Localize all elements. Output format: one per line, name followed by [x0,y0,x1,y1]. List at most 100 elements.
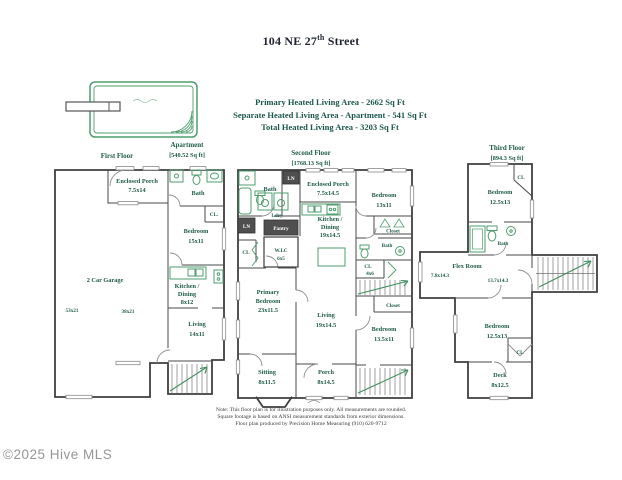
room-dims-bedroom-top: 12.5x13 [490,199,510,206]
cl-46-bifold-door [387,261,397,279]
closet-left-bifold-door [251,241,259,267]
room-label-bedroom-right: Bedroom [372,326,397,333]
disclaimer-line-1: Note: This floor plan is for illustratio… [215,407,407,413]
room-dims-sitting: 8x11.5 [259,379,276,386]
room-label-bedroom-top: Bedroom [488,189,513,196]
disclaimer-mark [307,400,321,404]
room-dims-living: 14x11 [189,331,204,338]
wic-box [263,236,299,268]
room-label-laundry: Ldry [271,213,283,219]
room-label-deck: Deck [493,372,507,379]
room-label-bath: Bath [192,190,205,197]
room-label-cl-46: CL [364,264,372,270]
tub-icon [238,187,252,215]
counter-icon [169,266,207,280]
room-label-wic: W.I.C [274,248,287,254]
second-floor-label: Second Floor [291,149,330,157]
pedestal-sink-icon [395,246,405,256]
room-dims-porch: 8x14.5 [317,379,334,386]
basin-icon [206,169,223,183]
room-label-pantry: Pantry [273,226,289,232]
room-label-primary: Primary [257,289,281,296]
first-floor-kitchen-fixtures [169,266,224,284]
second-floor-bath-top-fixtures [238,170,266,215]
diving-board-icon [65,101,121,112]
disclaimer: Note: This floor plan is for illustratio… [161,407,461,428]
room-label-cl-top: CL [517,175,525,181]
room-label-porch: Porch [318,369,334,376]
first-floor-interior-walls [107,170,224,362]
second-floor-kitchen-fixtures [301,203,346,267]
page-title-suffix: Street [324,34,360,48]
room-label-cl-bottom: CL [516,350,524,356]
second-floor-bath-right-fixtures [359,244,405,259]
pedestal-sink-icon [506,226,516,236]
first-floor-exterior-walls [54,169,225,398]
second-floor-sqft-label: [1768.13 Sq ft] [291,160,330,167]
heated-area-summary: Primary Heated Living Area - 2662 Sq Ft … [160,96,500,134]
third-floor-label: Third Floor [489,144,525,152]
room-label-kitchen: Kitchen / [318,216,343,223]
room-label-living: Living [188,321,206,328]
stove-icon [213,269,224,284]
third-floor-bath-fixtures [469,225,516,253]
second-floor-lower-stairs-icon [357,368,409,395]
summary-primary-line: Primary Heated Living Area - 2662 Sq Ft [255,97,405,107]
third-floor-sqft-label: [894.3 Sq ft] [491,155,524,162]
room-label-closet-top-right: Closet [386,229,400,235]
second-floor-upper-stairs-icon [357,279,409,295]
closet-hanger-icons [379,218,405,228]
room-label-bedroom-top: Bedroom [372,192,397,199]
sink-icon [169,169,184,183]
linen-left-box [237,217,256,234]
room-dims-enclosed-porch: 7.5x14 [128,187,146,194]
toilet-icon [359,244,370,250]
room-label-closet: CL. [210,212,219,218]
page-title: 104 NE 27th Street [0,33,622,49]
apartment-sqft-label: [540.52 Sq ft] [169,152,205,159]
pool-steps [170,110,193,133]
room-label-bedroom-bottom: Bedroom [485,323,510,330]
room-label-enclosed-porch: Enclosed Porch [307,181,349,188]
first-floor-bath-fixtures [169,169,223,185]
dryer-icon [273,192,289,211]
room-dims-bedroom-right: 13.5x11 [374,336,394,343]
room-dims-bedroom-bottom: 12.5x13 [487,333,507,340]
room-dims-wic: 6x5 [277,256,285,262]
second-floor-laundry-icons [257,192,289,211]
page-title-superscript: th [317,33,325,42]
washer-icon [257,192,273,211]
pantry-box [263,219,299,236]
counter-icon [301,203,341,216]
first-floor-stairs-icon [169,364,208,393]
room-dims-enclosed-porch: 7.5x14.5 [317,190,339,197]
room-label-linen-left: LN [243,224,250,230]
room-label-garage: 2 Car Garage [87,277,124,284]
summary-total-line: Total Heated Living Area - 3203 Sq Ft [261,122,399,132]
room-dims-bedroom: 15x11 [188,238,203,245]
second-floor-plan: Second Floor [1768.13 Sq ft] Bath LN Enc… [235,149,415,408]
stove-icon [326,204,339,215]
pool-ripples [132,99,158,103]
apartment-label: Apartment [170,141,204,149]
room-label-kitchen-2: Dining [178,291,197,298]
page-title-prefix: 104 NE 27 [262,34,318,48]
third-floor-doors [487,242,533,375]
room-label-bath-top: Bath [264,186,277,193]
room-label-bath: Bath [498,241,509,247]
first-floor-doors [109,169,183,364]
summary-separate-line: Separate Heated Living Area - Apartment … [233,109,427,120]
disclaimer-line-2: Square footage is based on ANSI measurem… [217,414,405,420]
first-floor-plan: First Floor Apartment [540.52 Sq ft] Enc… [54,141,227,400]
room-dims-kitchen: 19x14.5 [320,232,340,239]
room-label-kitchen: Kitchen / [175,283,200,290]
third-floor-interior-walls [455,164,533,363]
pool [65,81,198,138]
room-label-linen-top: LN [287,176,294,182]
room-label-living: Living [317,312,335,319]
mls-watermark: ©2025 Hive MLS [3,447,113,462]
room-dims-flex-left: 7.8x14.3 [431,273,450,279]
room-dims-cl-46: 4x6 [366,271,374,277]
